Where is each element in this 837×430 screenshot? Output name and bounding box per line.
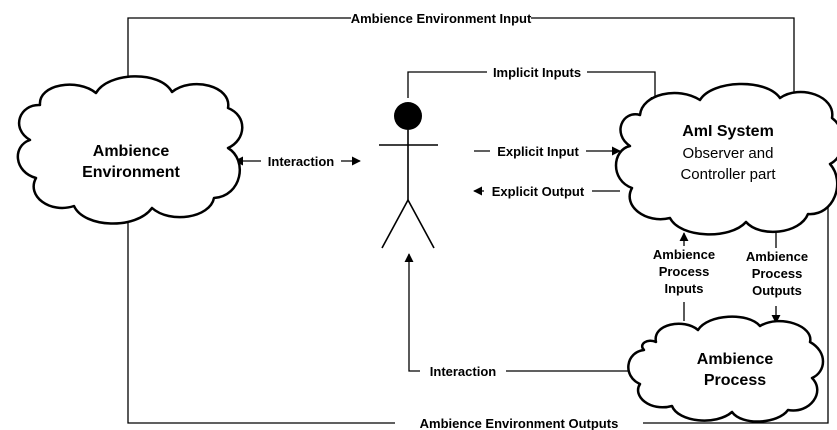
process-outputs-label-line2: Process xyxy=(752,266,803,281)
aml-system-cloud xyxy=(614,82,837,236)
process-outputs-label-line1: Ambience xyxy=(746,249,808,264)
ambience-environment-label-line2: Environment xyxy=(82,164,180,181)
process-inputs-label-line2: Process xyxy=(659,264,710,279)
ambience-environment-label-line1: Ambience xyxy=(93,143,170,160)
implicit-inputs-label: Implicit Inputs xyxy=(493,65,581,80)
interaction-top-label: Interaction xyxy=(268,154,335,169)
env-input-label: Ambience Environment Input xyxy=(351,11,532,26)
aml-system-line3: Controller part xyxy=(680,166,776,183)
explicit-output-label: Explicit Output xyxy=(492,184,585,199)
interaction-bottom-label: Interaction xyxy=(430,364,497,379)
user-head xyxy=(394,102,422,130)
user-figure xyxy=(379,102,438,249)
env-outputs-label: Ambience Environment Outputs xyxy=(420,416,619,430)
ambience-process-cloud xyxy=(627,315,825,423)
ambience-environment-cloud xyxy=(16,75,244,225)
explicit-input-label: Explicit Input xyxy=(497,144,579,159)
aml-system-title: AmI System xyxy=(682,123,774,140)
process-inputs-label-line3: Inputs xyxy=(665,281,704,296)
ambience-process-label-line1: Ambience xyxy=(697,351,774,368)
aml-system-line2: Observer and xyxy=(683,145,774,162)
env-input-connector xyxy=(127,17,799,108)
interaction-bottom-connector xyxy=(404,253,630,372)
process-inputs-label-line1: Ambience xyxy=(653,247,715,262)
process-outputs-label-line3: Outputs xyxy=(752,283,802,298)
ambience-process-label-line2: Process xyxy=(704,372,766,389)
